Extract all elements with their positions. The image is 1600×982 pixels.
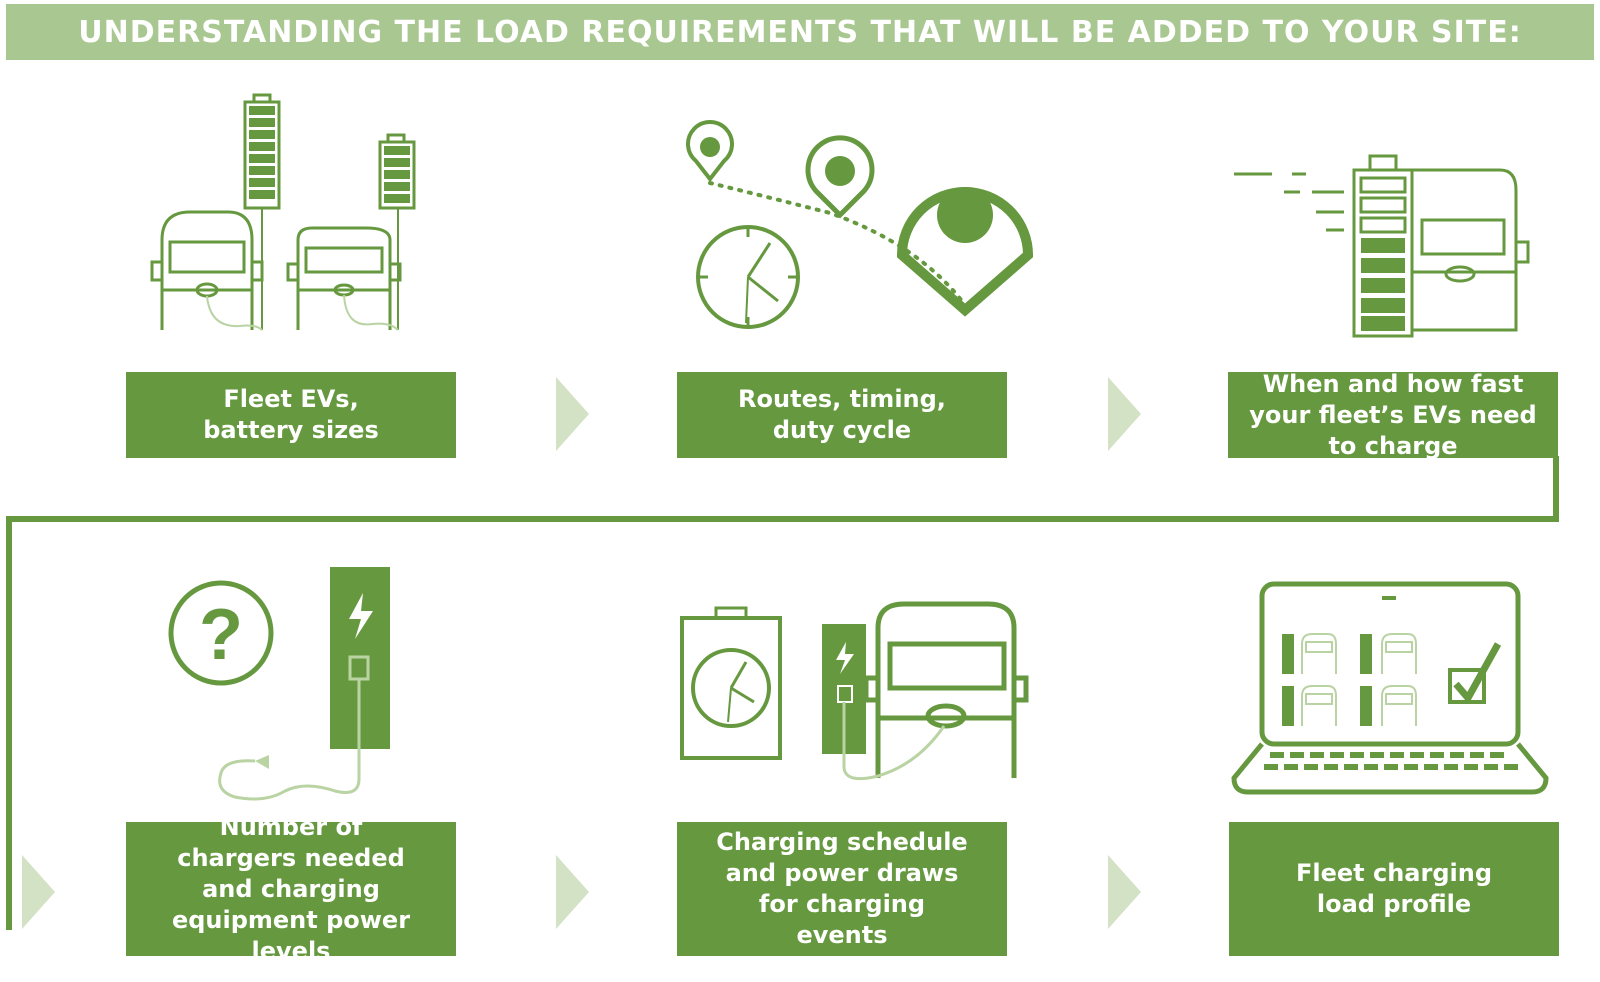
arrow-icon (1108, 377, 1141, 451)
step-box-load-profile: Fleet charging load profile (1229, 822, 1559, 956)
step-box-charge-speed: When and how fast your fleet’s EVs need … (1228, 370, 1558, 460)
arrow-icon (556, 855, 589, 929)
arrow-icon (22, 855, 55, 929)
step-box-fleet-evs: Fleet EVs, battery sizes (126, 372, 456, 458)
route-clock-icon (686, 120, 1034, 329)
step-label: Number of chargers needed and charging e… (171, 812, 411, 965)
step-box-chargers: Number of chargers needed and charging e… (126, 813, 456, 965)
step-label: When and how fast your fleet’s EVs need … (1249, 369, 1537, 460)
step-label: Routes, timing, duty cycle (738, 385, 946, 444)
header-banner: UNDERSTANDING THE LOAD REQUIREMENTS THAT… (6, 4, 1594, 60)
fast-charge-van-icon (1234, 154, 1530, 338)
step-label: Charging schedule and power draws for ch… (716, 828, 968, 949)
step-label: Fleet charging load profile (1295, 859, 1493, 918)
van-battery-icon (150, 93, 416, 331)
step-label: Fleet EVs, battery sizes (203, 385, 379, 444)
connector-line-left (6, 516, 12, 930)
question-mark-icon: ? (199, 595, 243, 675)
arrow-icon (1108, 855, 1141, 929)
header-title: UNDERSTANDING THE LOAD REQUIREMENTS THAT… (78, 14, 1522, 50)
connector-line-right (1553, 456, 1559, 522)
schedule-charger-van-icon (680, 601, 1029, 781)
connector-line-horizontal (6, 516, 1559, 522)
laptop-checklist-icon (1231, 581, 1549, 795)
step-box-schedule: Charging schedule and power draws for ch… (677, 822, 1007, 956)
arrow-icon (556, 377, 589, 451)
charger-question-icon: ? (168, 567, 390, 801)
step-box-routes: Routes, timing, duty cycle (677, 372, 1007, 458)
